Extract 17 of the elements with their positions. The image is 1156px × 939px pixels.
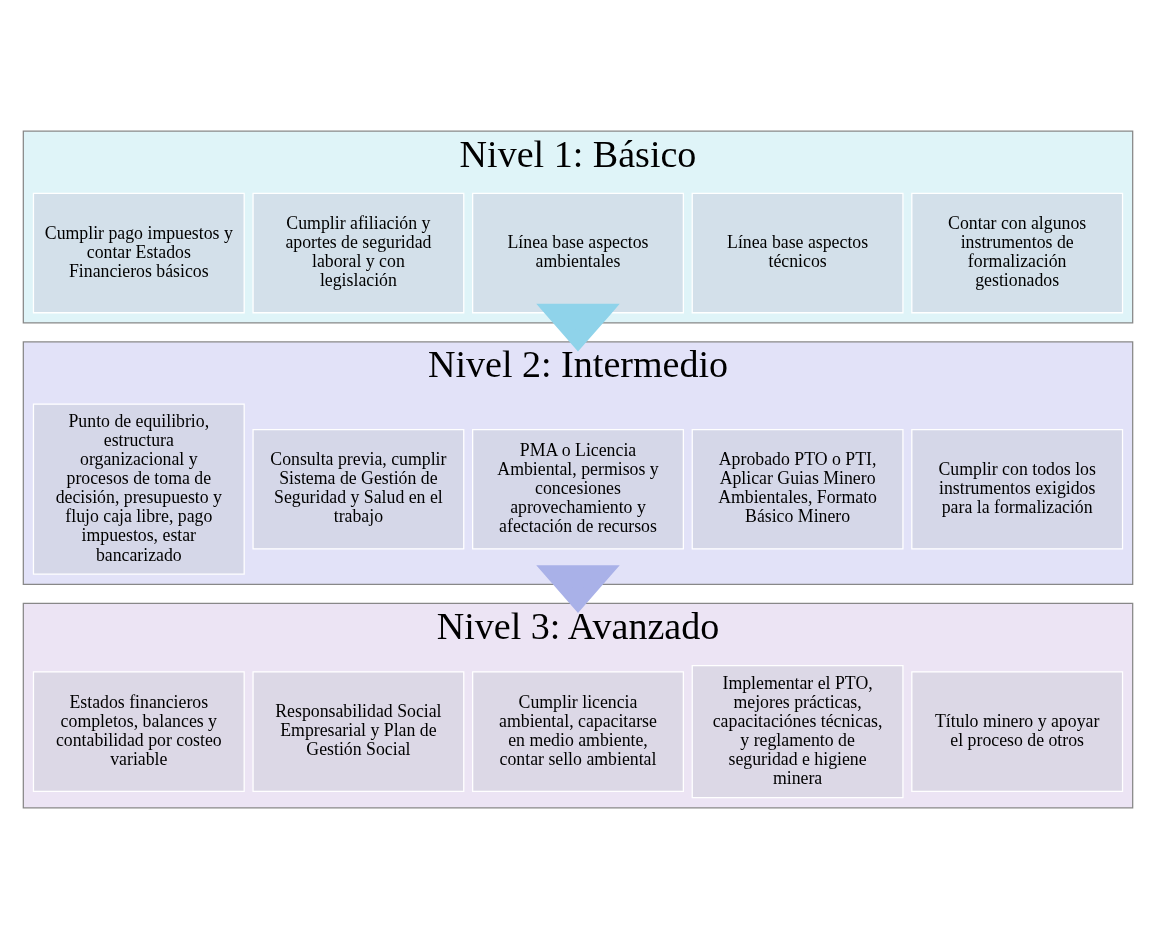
arrow — [536, 303, 620, 352]
node-box: Línea base aspectos ambientales — [472, 192, 684, 314]
arrow — [536, 565, 620, 614]
node-box: Cumplir afiliación y aportes de seguridad laboral y con legislación — [252, 192, 465, 314]
node-box: Título minero y apoyar el proceso de otros — [911, 671, 1124, 792]
node-box: Punto de equilibrio, estructura organizacional y procesos de toma de decisión, presupuesto y flujo caja libre, pago impuestos, estar bancarizado — [32, 403, 245, 575]
node-box: PMA o Licencia Ambiental, permisos y concesiones aprovechamiento y afectación de recursos — [472, 428, 684, 550]
node-box: Contar con algunos instrumentos de formalización gestionados — [911, 192, 1124, 314]
node-box: Cumplir pago impuestos y contar Estados Financieros básicos — [32, 192, 245, 314]
node-box: Línea base aspectos técnicos — [691, 192, 904, 314]
node-box: Consulta previa, cumplir Sistema de Gestión de Seguridad y Salud en el trabajo — [252, 428, 465, 550]
node-box: Responsabilidad Social Empresarial y Plan de Gestión Social — [252, 671, 465, 792]
node-box: Cumplir licencia ambiental, capacitarse en medio ambiente, contar sello ambiental — [472, 671, 684, 792]
node-box: Estados financieros completos, balances y contabilidad por costeo variable — [32, 671, 245, 792]
node-box: Implementar el PTO, mejores prácticas, capacitaciónes técnicas, y reglamento de seguridad e higiene minera — [691, 664, 904, 799]
node-box: Cumplir con todos los instrumentos exigidos para la formalización — [911, 428, 1124, 550]
node-box: Aprobado PTO o PTI, Aplicar Guias Minero Ambientales, Formato Básico Minero — [691, 428, 904, 550]
